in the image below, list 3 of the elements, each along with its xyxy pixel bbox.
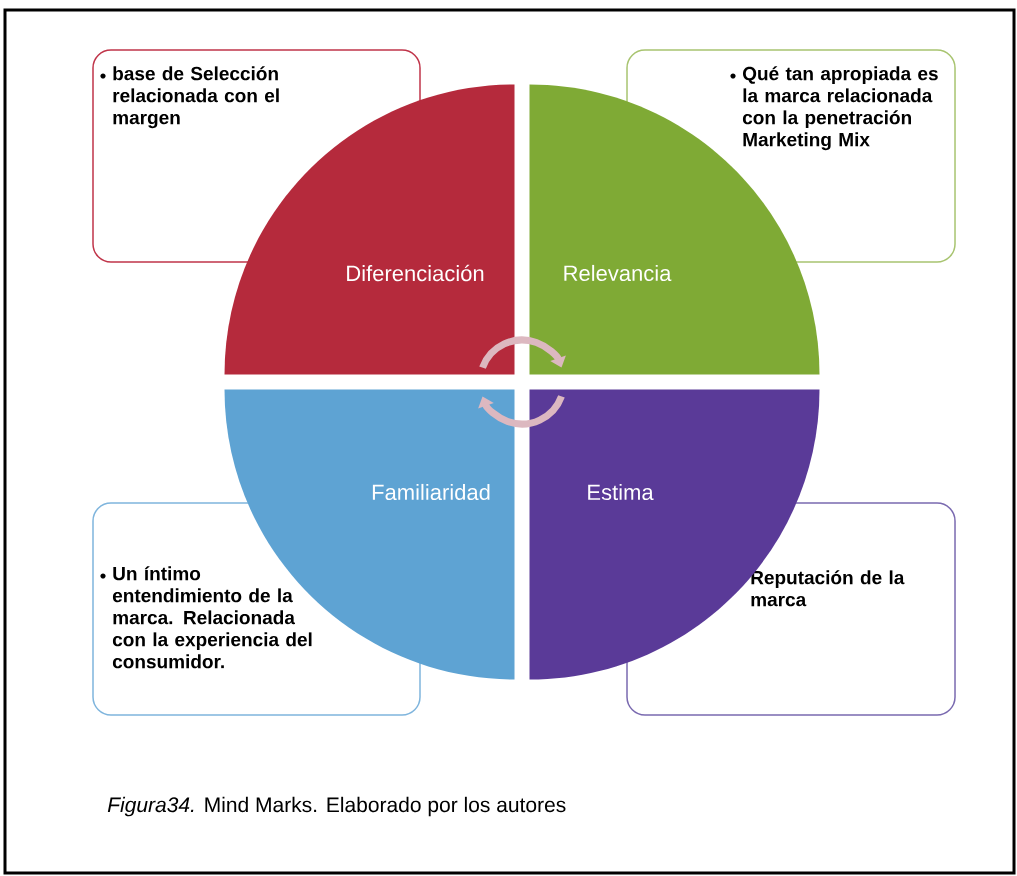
caption: Figura34. Mind Marks. Elaborado por los autores [107, 796, 566, 817]
cycle-arrow [478, 394, 565, 428]
cycle-arrow [479, 336, 566, 370]
